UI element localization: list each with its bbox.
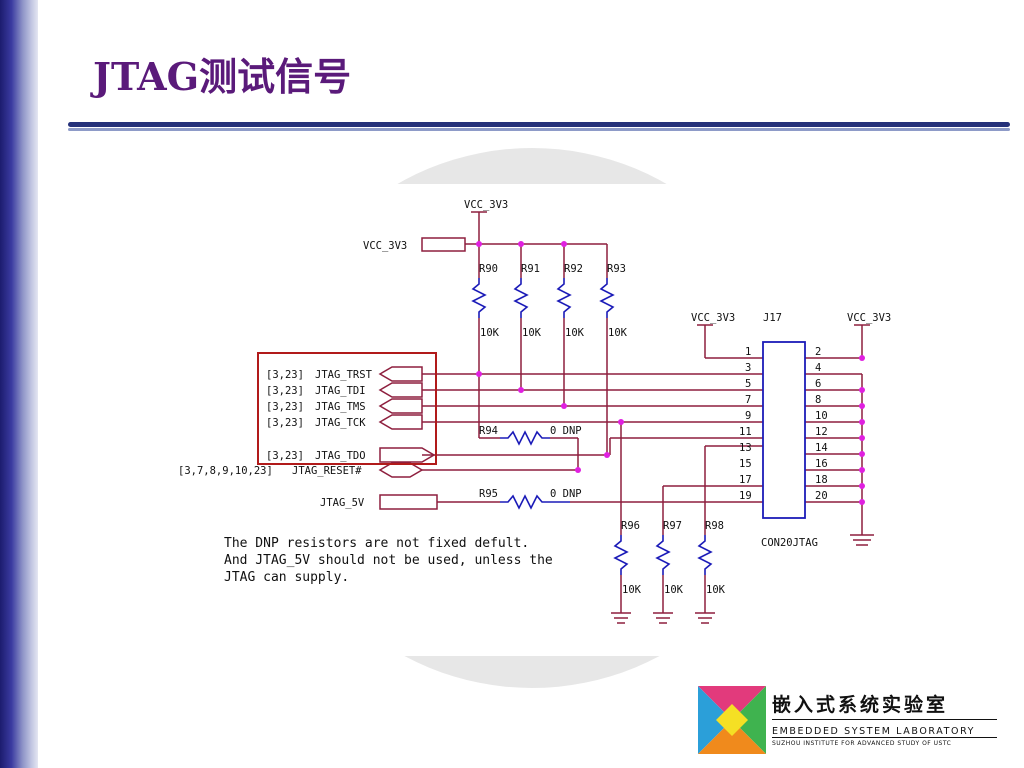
j17-pin-14: 14 bbox=[815, 442, 828, 454]
lab-name-en: EMBEDDED SYSTEM LABORATORY bbox=[772, 726, 976, 737]
port-tdi bbox=[378, 382, 423, 398]
sig-tms-sheets: [3,23] bbox=[266, 401, 304, 413]
j17-pin-17: 17 bbox=[739, 474, 752, 486]
r95-zigzag bbox=[500, 494, 570, 510]
ground-icon-r98 bbox=[695, 612, 715, 624]
note-line-3: JTAG can supply. bbox=[224, 570, 349, 585]
r90-ref: R90 bbox=[479, 263, 498, 275]
r96-value: 10K bbox=[622, 584, 642, 596]
r94-ref: R94 bbox=[479, 425, 498, 437]
r98-value: 10K bbox=[706, 584, 726, 596]
lab-logo-icon bbox=[698, 686, 766, 754]
r93-zigzag bbox=[599, 278, 615, 318]
sig-tdi-name: JTAG_TDI bbox=[315, 385, 366, 397]
logo-divider-top bbox=[772, 719, 997, 720]
j17-pin-13: 13 bbox=[739, 442, 752, 454]
r94-value: 0 DNP bbox=[550, 425, 582, 437]
port-tdo bbox=[379, 447, 436, 463]
sig-reset-name: JTAG_RESET# bbox=[292, 465, 362, 477]
j17-pin-5: 5 bbox=[745, 378, 751, 390]
r91-zigzag bbox=[513, 278, 529, 318]
r97-ref: R97 bbox=[663, 520, 682, 532]
ground-icon-j17 bbox=[850, 534, 874, 546]
r95-value: 0 DNP bbox=[550, 488, 582, 500]
ground-icon-r96 bbox=[611, 612, 631, 624]
j17-pin-18: 18 bbox=[815, 474, 828, 486]
r90-value: 10K bbox=[480, 327, 500, 339]
sig-tdi-sheets: [3,23] bbox=[266, 385, 304, 397]
port-jtag5v bbox=[379, 494, 438, 510]
j17-pin-16: 16 bbox=[815, 458, 828, 470]
r94-zigzag bbox=[500, 430, 550, 446]
note-line-1: The DNP resistors are not fixed defult. bbox=[224, 536, 529, 551]
sig-tms-name: JTAG_TMS bbox=[315, 401, 366, 413]
j17-pin-12: 12 bbox=[815, 426, 828, 438]
r92-zigzag bbox=[556, 278, 572, 318]
j17-pin-6: 6 bbox=[815, 378, 821, 390]
r91-ref: R91 bbox=[521, 263, 540, 275]
vcc-top-label: VCC_3V3 bbox=[464, 199, 508, 211]
port-tck bbox=[378, 414, 423, 430]
left-decor-bar bbox=[0, 0, 38, 768]
lab-name-cn: 嵌入式系统实验室 bbox=[772, 694, 949, 716]
r90-zigzag bbox=[471, 278, 487, 318]
schematic-labels: VCC_3V3 VCC_3V3 VCC_3V3 VCC_3V3 J17 CON2… bbox=[178, 199, 891, 596]
jtag5v-label: JTAG_5V bbox=[320, 497, 365, 509]
vcc-left-port bbox=[421, 237, 466, 252]
r97-value: 10K bbox=[664, 584, 684, 596]
sig-tck-sheets: [3,23] bbox=[266, 417, 304, 429]
r92-ref: R92 bbox=[564, 263, 583, 275]
j17-connector-body bbox=[762, 341, 806, 519]
note-line-2: And JTAG_5V should not be used, unless t… bbox=[224, 553, 553, 568]
resistors bbox=[471, 278, 713, 575]
j17-pin-7: 7 bbox=[745, 394, 751, 406]
sig-reset-sheets: [3,7,8,9,10,23] bbox=[178, 465, 273, 477]
ground-icon-r97 bbox=[653, 612, 673, 624]
j17-pin-1: 1 bbox=[745, 346, 751, 358]
lab-institute: SUZHOU INSTITUTE FOR ADVANCED STUDY OF U… bbox=[772, 740, 952, 747]
j17-part: CON20JTAG bbox=[761, 537, 818, 549]
j17-pin-9: 9 bbox=[745, 410, 751, 422]
j17-pin-15: 15 bbox=[739, 458, 752, 470]
r93-value: 10K bbox=[608, 327, 628, 339]
wires bbox=[422, 212, 863, 613]
sig-tdo-name: JTAG_TDO bbox=[315, 450, 366, 462]
power-symbols bbox=[378, 211, 874, 624]
r98-ref: R98 bbox=[705, 520, 724, 532]
j17-pin-20: 20 bbox=[815, 490, 828, 502]
r92-value: 10K bbox=[565, 327, 585, 339]
r95-ref: R95 bbox=[479, 488, 498, 500]
junctions bbox=[476, 241, 865, 505]
r98-zigzag bbox=[697, 535, 713, 575]
r96-ref: R96 bbox=[621, 520, 640, 532]
j17-pin-3: 3 bbox=[745, 362, 751, 374]
j17-pin-8: 8 bbox=[815, 394, 821, 406]
j17-pin-10: 10 bbox=[815, 410, 828, 422]
highlight-box bbox=[257, 352, 437, 465]
vcc-left-label: VCC_3V3 bbox=[363, 240, 407, 252]
j17-pin-19: 19 bbox=[739, 490, 752, 502]
vcc-j17-left-label: VCC_3V3 bbox=[691, 312, 735, 324]
note-text: The DNP resistors are not fixed defult. … bbox=[224, 536, 553, 585]
j17-pin-2: 2 bbox=[815, 346, 821, 358]
j17-ref: J17 bbox=[763, 312, 782, 324]
port-tms bbox=[378, 398, 423, 414]
j17-pin-4: 4 bbox=[815, 362, 821, 374]
slide-title: JTAG测试信号 bbox=[93, 54, 352, 99]
sig-tdo-sheets: [3,23] bbox=[266, 450, 304, 462]
r93-ref: R93 bbox=[607, 263, 626, 275]
logo-divider-bottom bbox=[772, 737, 997, 738]
sig-trst-sheets: [3,23] bbox=[266, 369, 304, 381]
title-divider bbox=[68, 119, 1010, 133]
sig-trst-name: JTAG_TRST bbox=[315, 369, 373, 381]
vcc-j17-right-label: VCC_3V3 bbox=[847, 312, 891, 324]
r96-zigzag bbox=[613, 535, 629, 575]
r91-value: 10K bbox=[522, 327, 542, 339]
j17-pin-11: 11 bbox=[739, 426, 752, 438]
port-trst bbox=[378, 366, 423, 382]
sig-tck-name: JTAG_TCK bbox=[315, 417, 366, 429]
r97-zigzag bbox=[655, 535, 671, 575]
